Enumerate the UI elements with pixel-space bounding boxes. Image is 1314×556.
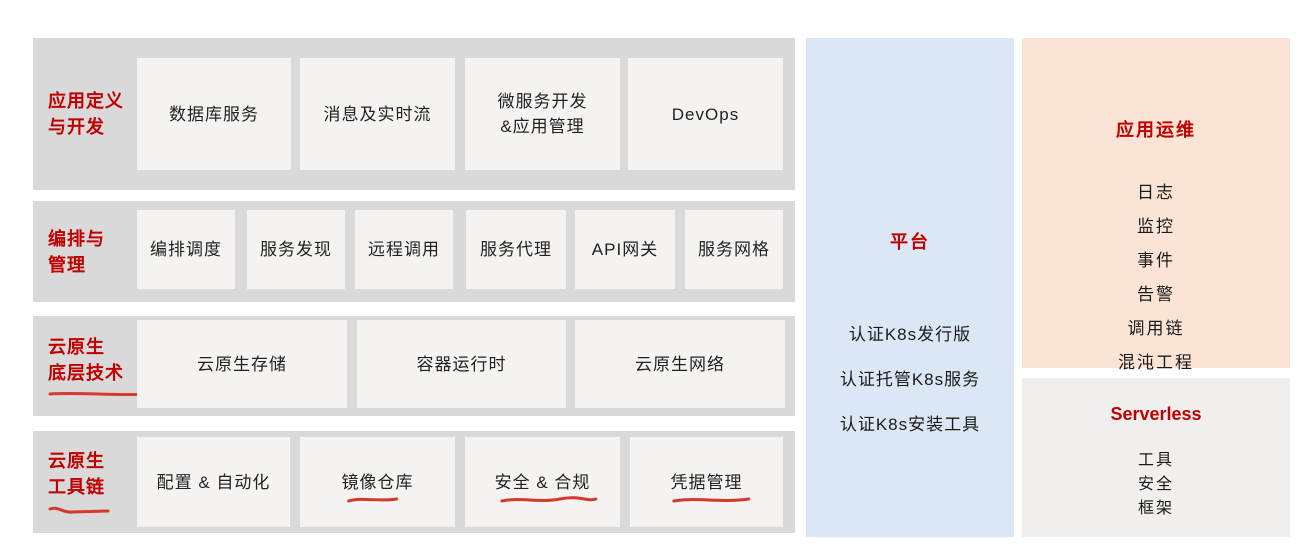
serverless-item-frameworks: 框架: [1137, 500, 1174, 517]
red-underline-annotation: [671, 497, 750, 503]
row-label-line: 云原生: [48, 336, 105, 357]
box-label: 服务代理: [480, 240, 552, 259]
ops-item-logs: 日志: [1137, 183, 1175, 202]
red-underline-annotation: [346, 497, 398, 503]
box-orchestration-scheduling: 编排调度: [137, 210, 235, 289]
panel-serverless-title: Serverless: [1110, 404, 1202, 424]
box-label: API网关: [591, 240, 659, 259]
platform-item-certified-hosted-k8s: 认证托管K8s服务: [839, 370, 981, 389]
row-label-line: 编排与: [48, 228, 105, 249]
box-label: 凭据管理: [670, 472, 743, 492]
box-label: 编排调度: [150, 240, 222, 259]
box-service-discovery: 服务发现: [247, 210, 345, 289]
row-label-line: 工具链: [48, 477, 105, 497]
ops-item-alerting: 告警: [1137, 285, 1175, 304]
band-toolchain: 云原生 工具链 配置 & 自动化 镜像仓库 安全 & 合规 凭据管理: [33, 431, 795, 533]
row-label-app-definition: 应用定义 与开发: [48, 38, 148, 190]
row-label-line: 云原生: [48, 451, 105, 471]
band-orchestration: 编排与 管理 编排调度 服务发现 远程调用 服务代理 API网关 服务网格: [33, 201, 795, 302]
box-cloud-native-network: 云原生网络: [575, 320, 785, 408]
panel-app-ops: 应用运维 日志 监控 事件 告警 调用链 混沌工程: [1022, 38, 1290, 372]
panel-platform-title: 平台: [890, 232, 930, 252]
box-label: 云原生存储: [197, 354, 287, 374]
box-messaging-streaming: 消息及实时流: [300, 58, 455, 170]
box-label: 云原生网络: [635, 354, 725, 374]
box-credential-management: 凭据管理: [630, 437, 783, 527]
box-label: 微服务开发: [497, 92, 588, 111]
box-image-registry: 镜像仓库: [300, 437, 455, 527]
box-label: 配置 & 自动化: [156, 472, 271, 492]
box-label: 服务发现: [260, 240, 332, 259]
row-label-line: 与开发: [48, 117, 105, 137]
row-label-line: 应用定义: [48, 91, 124, 111]
box-label: 安全 & 合规: [494, 472, 591, 492]
serverless-item-tools: 工具: [1137, 452, 1174, 469]
band-underlying-tech: 云原生 底层技术 云原生存储 容器运行时 云原生网络: [33, 316, 795, 416]
ops-item-chaos-engineering: 混沌工程: [1118, 353, 1194, 372]
box-label: &应用管理: [500, 117, 585, 136]
box-cloud-native-storage: 云原生存储: [137, 320, 347, 408]
box-label: 数据库服务: [169, 104, 259, 124]
box-config-automation: 配置 & 自动化: [137, 437, 290, 527]
panel-serverless: Serverless 工具 安全 框架: [1022, 378, 1290, 537]
box-remote-invocation: 远程调用: [355, 210, 453, 289]
app-ops-items: 日志 监控 事件 告警 调用链 混沌工程: [1022, 176, 1290, 380]
ops-item-monitoring: 监控: [1137, 217, 1175, 236]
ops-item-tracing: 调用链: [1127, 319, 1185, 338]
row-label-orchestration: 编排与 管理: [48, 201, 148, 302]
platform-item-certified-k8s-distribution: 认证K8s发行版: [848, 325, 972, 344]
box-label: 消息及实时流: [323, 104, 432, 124]
row-label-line: 底层技术: [48, 362, 124, 383]
red-underline-annotation: [499, 496, 597, 503]
box-service-proxy: 服务代理: [466, 210, 566, 289]
serverless-item-security: 安全: [1137, 476, 1174, 493]
serverless-items: 工具 安全 框架: [1022, 449, 1290, 521]
platform-item-certified-k8s-installer: 认证K8s安装工具: [839, 415, 981, 434]
box-label: 远程调用: [368, 240, 440, 259]
box-api-gateway: API网关: [575, 210, 675, 289]
row-label-line: 管理: [48, 254, 86, 275]
red-underline-annotation: [48, 506, 110, 514]
box-label: 服务网格: [698, 240, 770, 259]
box-microservice-dev: 微服务开发 &应用管理: [465, 58, 620, 170]
box-security-compliance: 安全 & 合规: [465, 437, 620, 527]
ops-item-events: 事件: [1137, 251, 1175, 270]
row-label-underlying-tech: 云原生 底层技术: [48, 316, 164, 416]
panel-app-ops-title: 应用运维: [1116, 120, 1196, 140]
box-database-service: 数据库服务: [137, 58, 291, 170]
box-label: 容器运行时: [416, 354, 507, 374]
row-label-toolchain: 云原生 工具链: [48, 431, 148, 533]
box-devops: DevOps: [628, 58, 783, 170]
box-container-runtime: 容器运行时: [357, 320, 566, 408]
panel-platform: 平台 认证K8s发行版 认证托管K8s服务 认证K8s安装工具: [806, 38, 1014, 537]
box-label: DevOps: [671, 104, 740, 124]
band-app-definition: 应用定义 与开发 数据库服务 消息及实时流 微服务开发 &应用管理 DevOps: [33, 38, 795, 190]
box-service-mesh: 服务网格: [685, 210, 783, 289]
box-label: 镜像仓库: [341, 472, 414, 492]
